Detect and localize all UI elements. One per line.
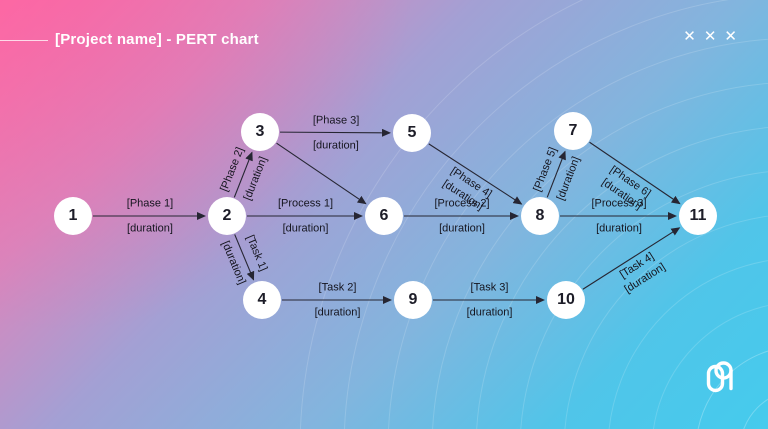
- node-3[interactable]: 3: [241, 113, 279, 151]
- x-icon: ✕: [724, 28, 737, 45]
- edge-phase-label: [Phase 3]: [312, 113, 360, 127]
- edge-label-9-10: [Task 3] [duration]: [467, 282, 513, 319]
- edge-duration-label: [duration]: [282, 222, 329, 235]
- node-10[interactable]: 10: [547, 281, 585, 319]
- edge-line-3-5: [279, 128, 392, 137]
- edge-line-7-11: [589, 141, 681, 205]
- edge-duration-label: [duration]: [439, 222, 485, 235]
- node-1[interactable]: 1: [54, 197, 92, 235]
- node-5[interactable]: 5: [393, 114, 431, 152]
- edge-label-2-6: [Process 1] [duration]: [278, 198, 333, 235]
- edge-label-4-9: [Task 2] [duration]: [315, 282, 361, 319]
- edge-duration-label: [duration]: [312, 138, 359, 152]
- edge-label-6-8: [Process 2] [duration]: [434, 198, 489, 235]
- edge-label-1-2: [Phase 1] [duration]: [127, 198, 173, 235]
- header-rule: [0, 40, 48, 41]
- node-11[interactable]: 11: [679, 197, 717, 235]
- edge-duration-label: [duration]: [466, 306, 513, 319]
- edge-line-2-4: [234, 234, 255, 281]
- edge-label-3-5: [Phase 3] [duration]: [313, 114, 360, 151]
- node-4[interactable]: 4: [243, 281, 281, 319]
- node-7[interactable]: 7: [554, 112, 592, 150]
- edge-phase-label: [Task 2]: [318, 281, 357, 294]
- edge-phase-label: [Process 1]: [277, 197, 334, 210]
- x-icon: ✕: [703, 28, 717, 45]
- node-9[interactable]: 9: [394, 281, 432, 319]
- node-2[interactable]: 2: [208, 197, 246, 235]
- edge-phase-label: [Task 3]: [470, 281, 509, 294]
- close-icons-group: ✕ ✕ ✕: [683, 29, 737, 45]
- edge-phase-label: [Process 3]: [591, 197, 647, 210]
- edge-line-2-3: [233, 151, 253, 198]
- edge-label-8-11: [Process 3] [duration]: [591, 198, 646, 235]
- edge-line-10-11: [582, 227, 681, 290]
- page-title: [Project name] - PERT chart: [55, 31, 259, 48]
- edge-duration-label: [duration]: [127, 222, 173, 235]
- node-8[interactable]: 8: [521, 197, 559, 235]
- brand-logo-icon: [705, 357, 735, 398]
- edge-phase-label: [Phase 1]: [126, 197, 174, 210]
- edge-duration-label: [duration]: [596, 222, 642, 235]
- edge-line-5-8: [428, 143, 523, 205]
- edge-phase-label: [Process 2]: [434, 197, 490, 210]
- x-icon: ✕: [683, 28, 696, 45]
- edge-duration-label: [duration]: [314, 306, 361, 319]
- node-6[interactable]: 6: [365, 197, 403, 235]
- edge-line-3-6: [276, 142, 367, 205]
- edge-line-8-7: [546, 150, 566, 198]
